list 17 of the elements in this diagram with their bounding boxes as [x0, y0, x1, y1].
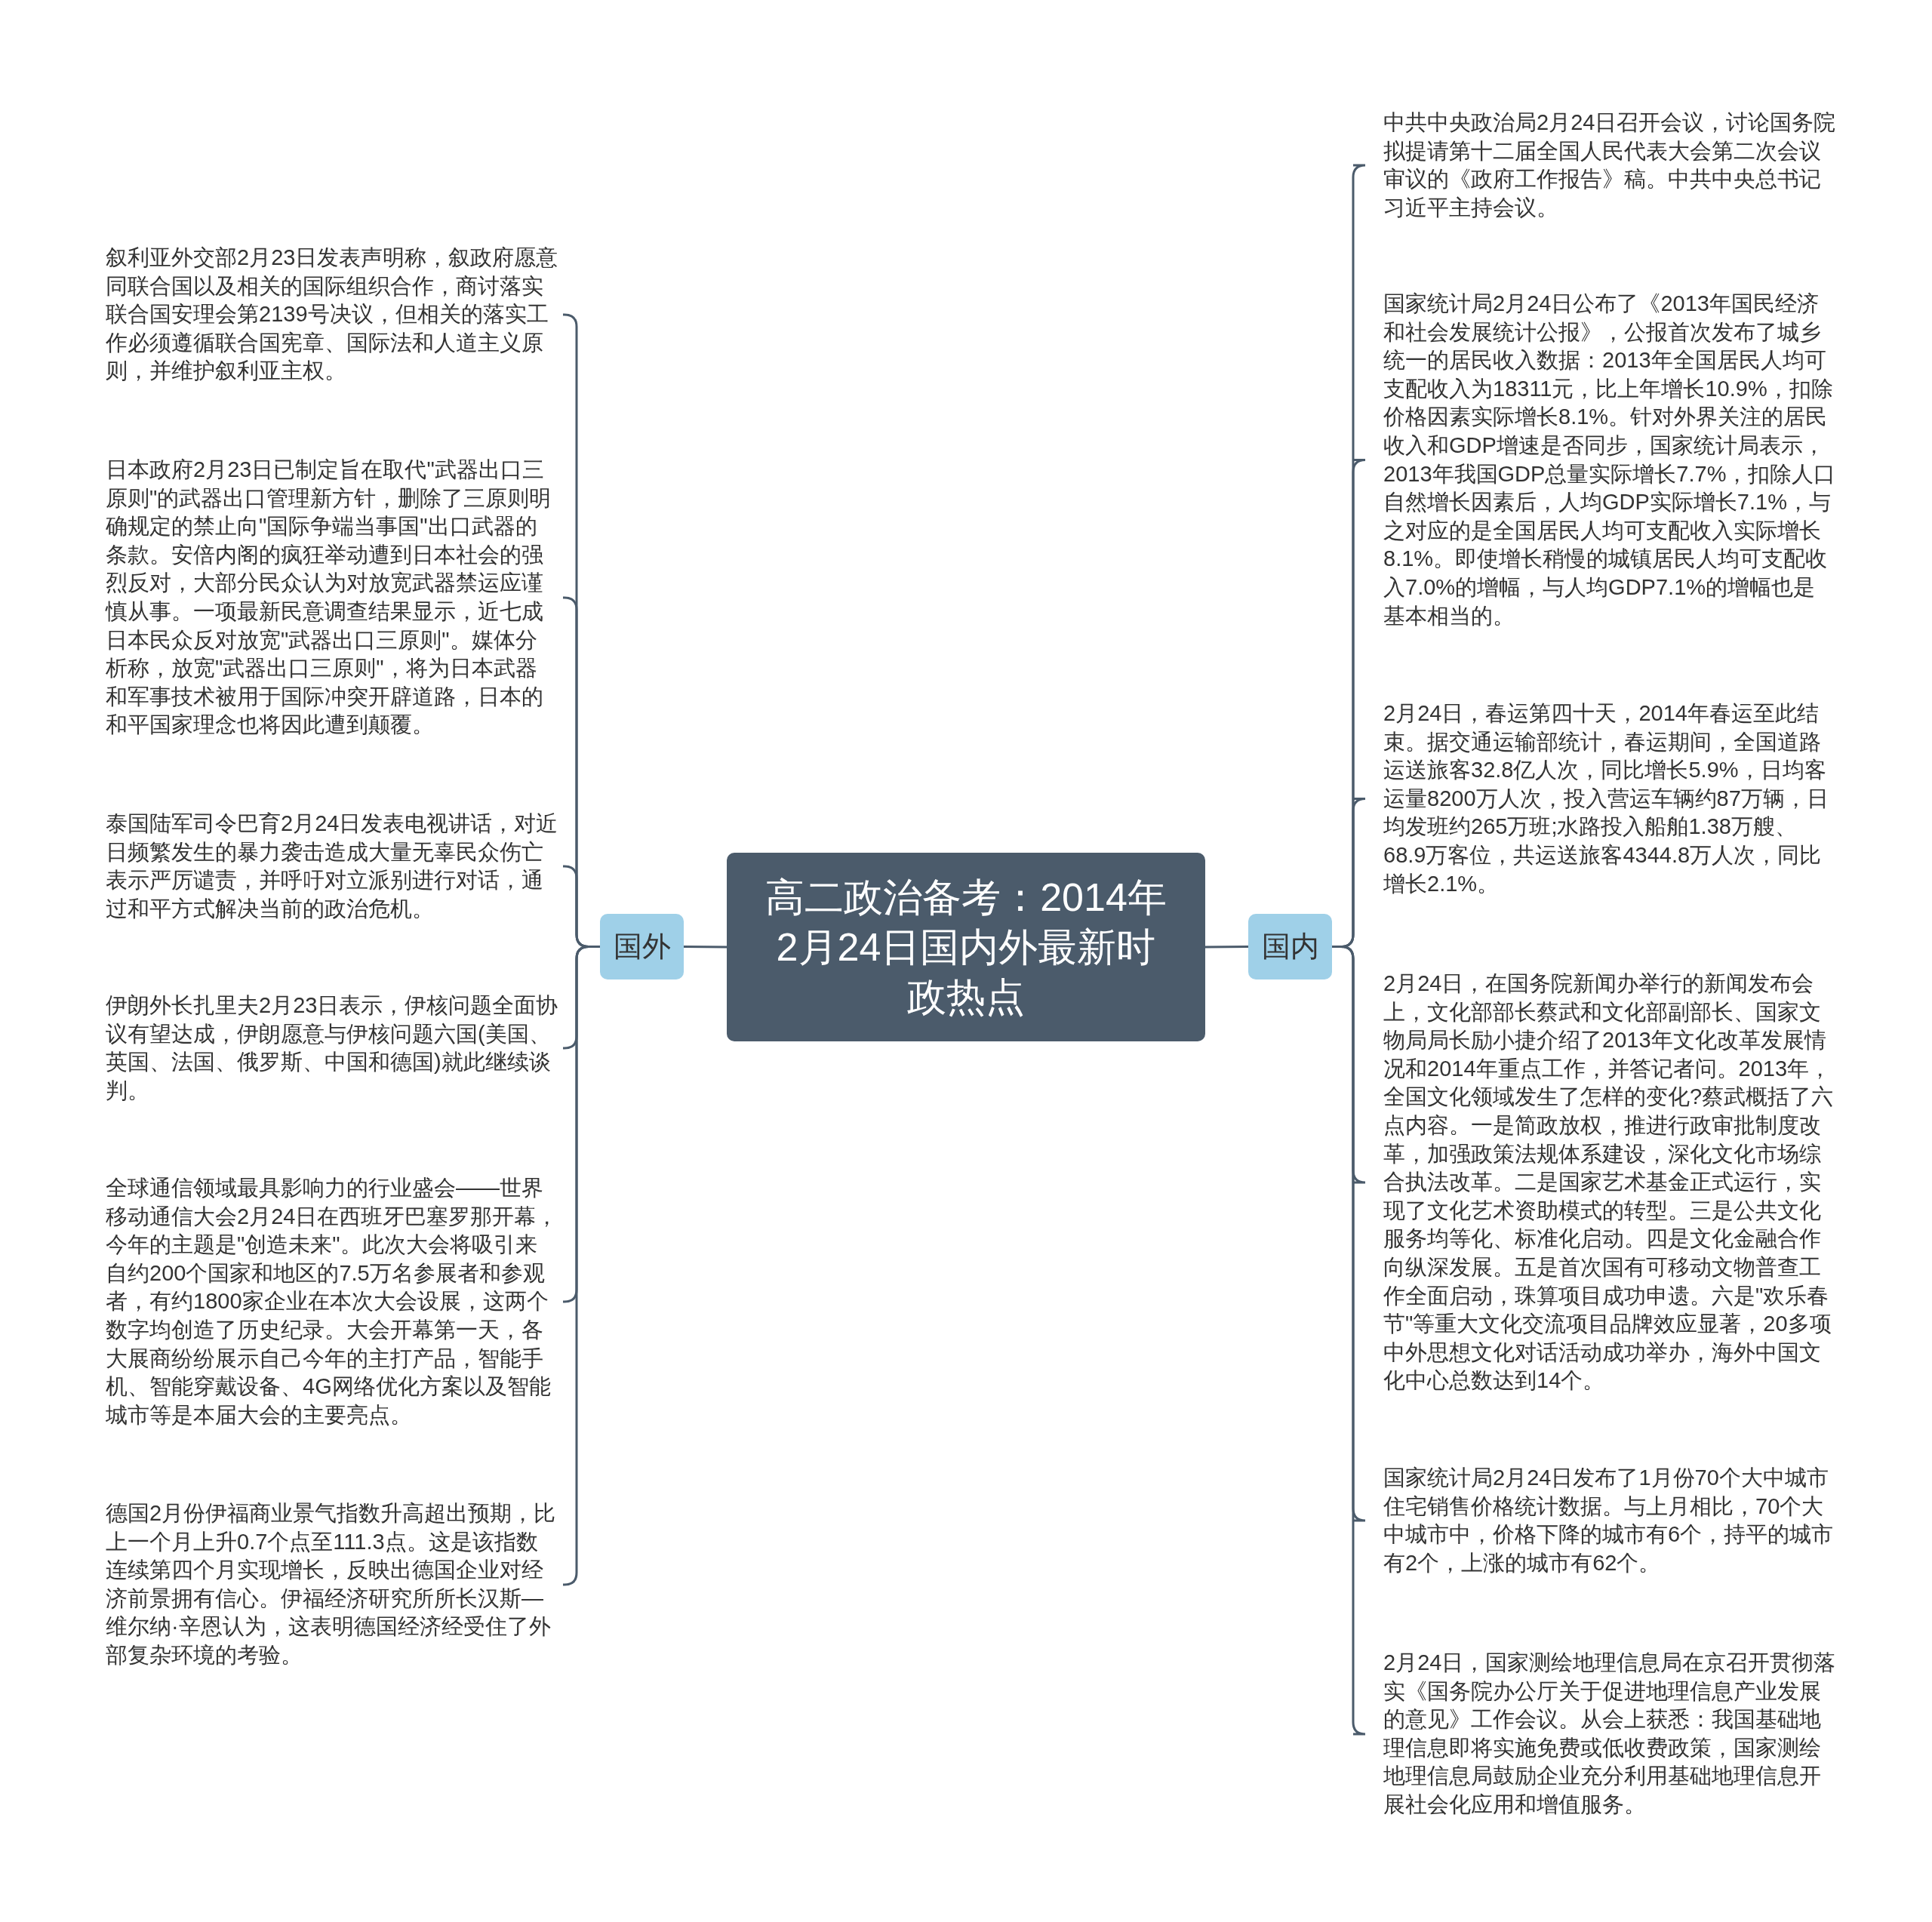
- note-text: 伊朗外长扎里夫2月23日表示，伊核问题全面协议有望达成，伊朗愿意与伊核问题六国(美国、英国、法国、俄罗斯、中国和德国)就此继续谈判。: [106, 992, 558, 1106]
- note-text: 德国2月份伊福商业景气指数升高超出预期，比上一个月上升0.7个点至111.3点。这是该指数连续第四个月实现增长，反映出德国企业对经济前景拥有信心。伊福经济研究所所长汉斯—维尔纳·辛恩认为，这表明德国经济经受住了外部复杂环境的考验。: [106, 1499, 558, 1670]
- note-text: 2月24日，春运第四十天，2014年春运至此结束。据交通运输部统计，春运期间，全国道路运送旅客32.8亿人次，同比增长5.9%，日均客运量8200万人次，投入营运车辆约87万辆，日均发班约265万班;水路投入船舶1.38万艘、68.9万客位，共运送旅客4344.8万人次，同比增长2.1%。: [1383, 700, 1836, 899]
- note-text: 日本政府2月23日已制定旨在取代"武器出口三原则"的武器出口管理新方针，删除了三原则明确规定的禁止向"国际争端当事国"出口武器的条款。安倍内阁的疯狂举动遭到日本社会的强烈反对，大部分民众认为对放宽武器禁运应谨慎从事。一项最新民意调查结果显示，近七成日本民众反对放宽"武器出口三原则"。媒体分析称，放宽"武器出口三原则"，将为日本武器和军事技术被用于国际冲突开辟道路，日本的和平国家理念也将因此遭到颠覆。: [106, 456, 558, 740]
- note-text: 2月24日，国家测绘地理信息局在京召开贯彻落实《国务院办公厅关于促进地理信息产业发展的意见》工作会议。从会上获悉：我国基础地理信息即将实施免费或低收费政策，国家测绘地理信息局鼓励企业充分利用基础地理信息开展社会化应用和增值服务。: [1383, 1649, 1836, 1819]
- branch-topic-box: 国内: [1248, 914, 1332, 979]
- connector-line: [1205, 946, 1248, 949]
- note-text: 2月24日，在国务院新闻办举行的新闻发布会上，文化部部长蔡武和文化部副部长、国家文物局局长励小捷介绍了2013年文化改革发展情况和2014年重点工作，并答记者问。2013年，全国文化领域发生了怎样的变化?蔡武概括了六点内容。一是简政放权，推进行政审批制度改革，加强政策法规体系建设，深化文化市场综合执法改革。二是国家艺术基金正式运行，实现了文化艺术资助模式的转型。三是公共文化服务均等化、标准化启动。四是文化金融合作向纵深发展。五是首次国有可移动文物普查工作全面启动，珠算项目成功申遗。六是"欢乐春节"等重大文化交流项目品牌效应显著，20多项中外思想文化对话活动成功举办，海外中国文化中心总数达到14个。: [1383, 970, 1836, 1395]
- central-topic-box: 高二政治备考：2014年2月24日国内外最新时政热点: [727, 853, 1205, 1041]
- note-text: 全球通信领域最具影响力的行业盛会——世界移动通信大会2月24日在西班牙巴塞罗那开幕，今年的主题是"创造未来"。此次大会将吸引来自约200个国家和地区的7.5万名参展者和参观者，有约1800家企业在本次大会设展，这两个数字均创造了历史纪录。大会开幕第一天，各大展商纷纷展示自己今年的主打产品，智能手机、智能穿戴设备、4G网络优化方案以及智能城市等是本届大会的主要亮点。: [106, 1174, 558, 1430]
- note-text: 叙利亚外交部2月23日发表声明称，叙政府愿意同联合国以及相关的国际组织合作，商讨落实联合国安理会第2139号决议，但相关的落实工作必须遵循联合国宪章、国际法和人道主义原则，并维护叙利亚主权。: [106, 244, 558, 386]
- connector-line: [684, 946, 727, 949]
- branch-topic-box: 国外: [600, 914, 684, 979]
- note-text: 国家统计局2月24日发布了1月份70个大中城市住宅销售价格统计数据。与上月相比，70个大中城市中，价格下降的城市有6个，持平的城市有2个，上涨的城市有62个。: [1383, 1464, 1836, 1578]
- note-text: 中共中央政治局2月24日召开会议，讨论国务院拟提请第十二届全国人民代表大会第二次会议审议的《政府工作报告》稿。中共中央总书记习近平主持会议。: [1383, 109, 1836, 223]
- note-text: 国家统计局2月24日公布了《2013年国民经济和社会发展统计公报》，公报首次发布了城乡统一的居民收入数据：2013年全国居民人均可支配收入为18311元，比上年增长10.9%，扣除价格因素实际增长8.1%。针对外界关注的居民收入和GDP增速是否同步，国家统计局表示，2013年我国GDP总量实际增长7.7%，扣除人口自然增长因素后，人均GDP实际增长7.1%，与之对应的是全国居民人均可支配收入实际增长8.1%。即使增长稍慢的城镇居民人均可支配收入7.0%的增幅，与人均GDP7.1%的增幅也是基本相当的。: [1383, 290, 1836, 631]
- note-text: 泰国陆军司令巴育2月24日发表电视讲话，对近日频繁发生的暴力袭击造成大量无辜民众伤亡表示严厉谴责，并呼吁对立派别进行对话，通过和平方式解决当前的政治危机。: [106, 810, 558, 924]
